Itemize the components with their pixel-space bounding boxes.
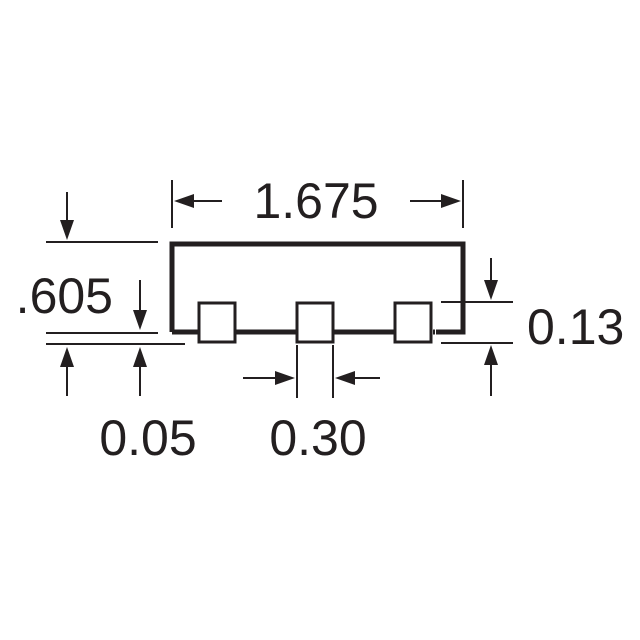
- standoff-label: 0.05: [99, 410, 196, 466]
- terminal-pad-1: [197, 301, 237, 344]
- arrowhead-left: [174, 194, 194, 208]
- terminal-pad-2: [295, 301, 335, 344]
- gap-arrowhead-left: [275, 371, 295, 385]
- pad-height-arrowhead-up: [484, 345, 498, 365]
- pad-height-arrowhead-down: [484, 280, 498, 300]
- standoff-dimension: 0.05: [46, 280, 197, 466]
- pad-height-label: 0.13: [527, 299, 624, 355]
- arrowhead-up-inner: [133, 347, 147, 367]
- arrowhead-down: [60, 220, 74, 240]
- arrowhead-right: [441, 194, 461, 208]
- package-body-outline: [169, 241, 466, 335]
- pad-gap-label: 0.30: [269, 410, 366, 466]
- overall-width-dimension: 1.675: [171, 173, 464, 229]
- arrowhead-up-outer: [60, 347, 74, 367]
- overall-width-label: 1.675: [253, 173, 378, 229]
- arrowhead-down-inner: [133, 310, 147, 330]
- overall-height-label: .605: [16, 268, 113, 324]
- pad-height-dimension: 0.13: [441, 258, 624, 396]
- gap-arrowhead-right: [335, 371, 355, 385]
- terminal-pad-3: [393, 301, 433, 344]
- pad-gap-dimension: 0.30: [243, 345, 380, 466]
- overall-height-dimension: .605: [16, 192, 158, 324]
